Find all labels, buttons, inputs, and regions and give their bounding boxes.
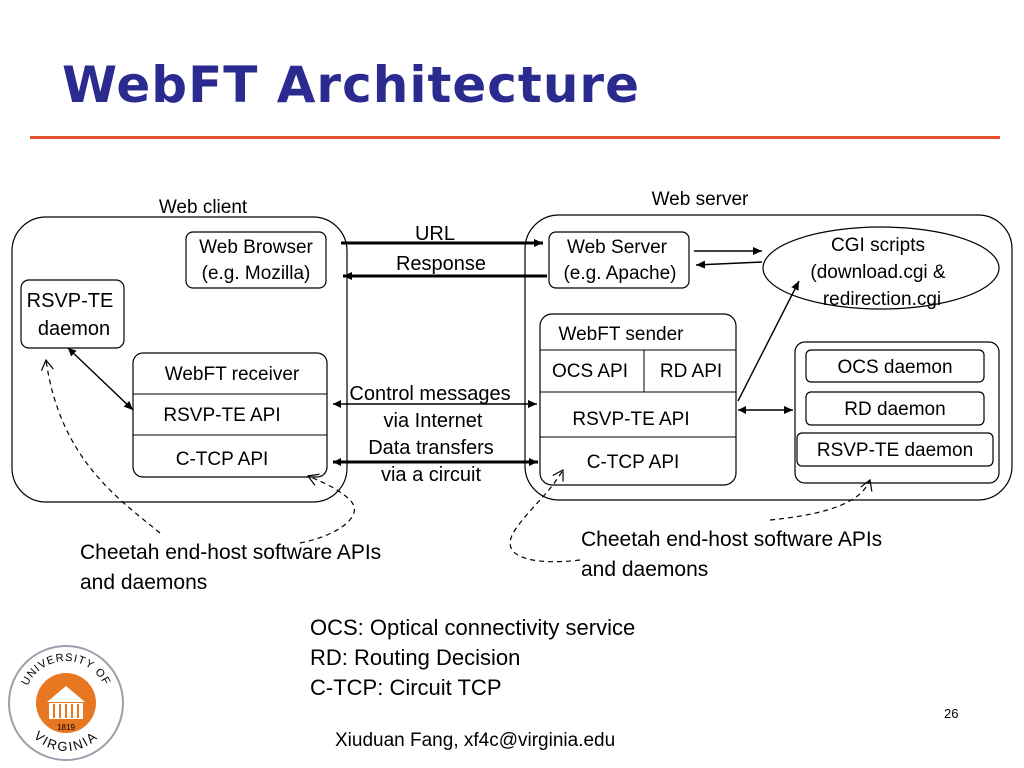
legend-ocs: OCS: Optical connectivity service bbox=[310, 615, 636, 640]
web-browser-line1: Web Browser bbox=[199, 237, 313, 258]
rd-daemon-label: RD daemon bbox=[844, 399, 945, 420]
right-callout-line2: and daemons bbox=[581, 558, 709, 581]
legend-ctcp: C-TCP: Circuit TCP bbox=[310, 675, 502, 700]
cgi-scripts-ellipse bbox=[762, 226, 1000, 310]
left-callout-note: Cheetah end-host software APIs and daemo… bbox=[80, 538, 381, 598]
webft-sender-box bbox=[539, 313, 737, 486]
left-callout-dashed-to-daemon bbox=[40, 358, 161, 534]
rsvp-te-daemon-server-box bbox=[796, 432, 994, 467]
sender-c-tcp-api: C-TCP API bbox=[587, 452, 680, 473]
rd-daemon-box bbox=[805, 391, 985, 426]
title-underline bbox=[30, 136, 1000, 139]
receiver-c-tcp-api: C-TCP API bbox=[176, 449, 269, 470]
sender-to-cgi-arrow bbox=[737, 280, 800, 402]
right-callout-dashed-to-sender bbox=[509, 469, 581, 563]
response-label: Response bbox=[396, 253, 486, 275]
ocs-daemon-box bbox=[805, 349, 985, 383]
web-server-box bbox=[548, 231, 690, 289]
data-transfers-line2: via a circuit bbox=[381, 464, 481, 486]
webft-receiver-title: WebFT receiver bbox=[165, 364, 300, 385]
ocs-daemon-label: OCS daemon bbox=[837, 357, 952, 378]
footer-author: Xiuduan Fang, xf4c@virginia.edu bbox=[335, 730, 616, 751]
daemons-container bbox=[794, 341, 1000, 484]
right-callout-note: Cheetah end-host software APIs and daemo… bbox=[581, 525, 882, 585]
data-transfers-line1: Data transfers bbox=[368, 437, 494, 459]
university-seal-logo: UNIVERSITY OF VIRGINIA 1819 bbox=[7, 644, 125, 767]
web-server-line1: Web Server bbox=[567, 237, 668, 258]
sender-rsvp-te-api: RSVP-TE API bbox=[572, 409, 689, 430]
webft-receiver-box bbox=[132, 352, 328, 478]
web-client-container bbox=[11, 216, 348, 503]
left-callout-line2: and daemons bbox=[80, 571, 208, 594]
rsvp-te-daemon-server-label: RSVP-TE daemon bbox=[817, 440, 973, 461]
web-server-line2: (e.g. Apache) bbox=[563, 263, 676, 284]
seal-year: 1819 bbox=[57, 723, 75, 732]
control-messages-line2: via Internet bbox=[384, 410, 483, 432]
daemon-to-receiver-arrow bbox=[67, 347, 134, 411]
cgi-to-webserver-arrow bbox=[695, 260, 763, 269]
web-browser-line2: (e.g. Mozilla) bbox=[202, 263, 311, 284]
sender-rd-api: RD API bbox=[660, 361, 722, 382]
rsvp-te-daemon-line1: RSVP-TE bbox=[27, 290, 114, 312]
cgi-scripts-line1: CGI scripts bbox=[831, 235, 925, 256]
sender-ocs-api: OCS API bbox=[552, 361, 628, 382]
control-messages-line1: Control messages bbox=[349, 383, 510, 405]
cgi-scripts-line2: (download.cgi & bbox=[810, 262, 946, 283]
web-browser-box bbox=[185, 231, 327, 289]
web-server-container bbox=[524, 214, 1013, 501]
slide-title: WebFT Architecture bbox=[62, 56, 640, 114]
right-callout-line1: Cheetah end-host software APIs bbox=[581, 528, 883, 551]
left-callout-line1: Cheetah end-host software APIs bbox=[80, 541, 382, 564]
url-label: URL bbox=[415, 223, 455, 245]
webft-sender-title: WebFT sender bbox=[559, 324, 685, 345]
page-number: 26 bbox=[944, 706, 959, 721]
web-client-label: Web client bbox=[159, 197, 248, 218]
left-callout-dashed-to-receiver bbox=[299, 473, 355, 544]
abbreviation-legend: OCS: Optical connectivity service RD: Ro… bbox=[310, 613, 635, 703]
cgi-scripts-line3: redirection.cgi bbox=[823, 289, 941, 310]
rsvp-te-daemon-line2: daemon bbox=[38, 318, 110, 340]
right-callout-dashed-to-daemons bbox=[769, 478, 873, 521]
web-server-label: Web server bbox=[652, 189, 749, 210]
receiver-rsvp-te-api: RSVP-TE API bbox=[163, 405, 280, 426]
legend-rd: RD: Routing Decision bbox=[310, 645, 521, 670]
